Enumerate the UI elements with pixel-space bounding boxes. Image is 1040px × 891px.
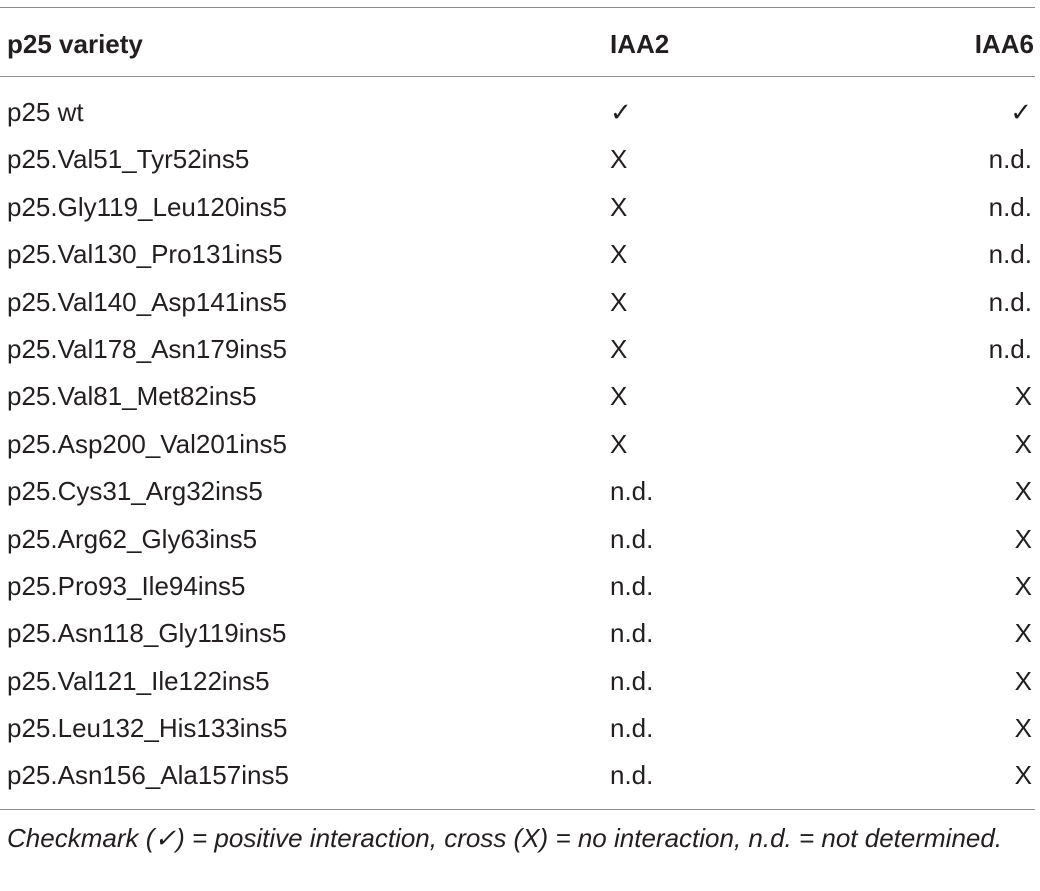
table-bottom-rule <box>0 809 1035 810</box>
cell-iaa2: X <box>610 144 628 175</box>
header-iaa6: IAA6 <box>974 29 1034 59</box>
table-footnote: Checkmark (✓) = positive interaction, cr… <box>7 823 1003 853</box>
cell-iaa2: ✓ <box>610 97 632 127</box>
table-row: p25 wt ✓ ✓ <box>0 88 1040 135</box>
cell-iaa2: n.d. <box>610 523 654 554</box>
cell-iaa2: n.d. <box>610 618 654 649</box>
cell-iaa6: X <box>1014 665 1032 696</box>
cell-variety: p25.Leu132_His133ins5 <box>7 713 288 744</box>
table-row: p25.Pro93_Ile94ins5 n.d. X <box>0 562 1040 609</box>
table-header-rule <box>0 76 1035 77</box>
cell-iaa6: X <box>1014 476 1032 507</box>
cell-variety: p25.Val51_Tyr52ins5 <box>7 144 250 175</box>
cell-iaa6: n.d. <box>988 191 1032 222</box>
table-row: p25.Val121_Ile122ins5 n.d. X <box>0 657 1040 704</box>
table-row: p25.Arg62_Gly63ins5 n.d. X <box>0 515 1040 562</box>
cell-variety: p25.Asn156_Ala157ins5 <box>7 760 289 791</box>
cell-iaa6: n.d. <box>988 333 1032 364</box>
cell-variety: p25.Val81_Met82ins5 <box>7 381 257 412</box>
table-row: p25.Val81_Met82ins5 X X <box>0 372 1040 419</box>
table-row: p25.Leu132_His133ins5 n.d. X <box>0 704 1040 751</box>
cell-iaa2: X <box>610 381 628 412</box>
cell-variety: p25.Asp200_Val201ins5 <box>7 428 287 459</box>
cell-iaa6: n.d. <box>988 286 1032 317</box>
cell-iaa6: n.d. <box>988 144 1032 175</box>
table-row: p25.Cys31_Arg32ins5 n.d. X <box>0 467 1040 514</box>
header-iaa2: IAA2 <box>610 29 670 59</box>
cell-variety: p25 wt <box>7 97 84 127</box>
cell-iaa2: n.d. <box>610 476 654 507</box>
cell-variety: p25.Gly119_Leu120ins5 <box>7 191 287 222</box>
cell-variety: p25.Val130_Pro131ins5 <box>7 239 283 270</box>
cell-iaa2: X <box>610 428 628 459</box>
cell-iaa6: X <box>1014 381 1032 412</box>
cell-iaa6: X <box>1014 618 1032 649</box>
cell-iaa6: X <box>1014 523 1032 554</box>
cell-iaa6: X <box>1014 713 1032 744</box>
cell-iaa2: X <box>610 286 628 317</box>
cell-variety: p25.Cys31_Arg32ins5 <box>7 476 263 507</box>
table-row: p25.Asn156_Ala157ins5 n.d. X <box>0 751 1040 798</box>
cell-iaa6: ✓ <box>1010 97 1032 127</box>
table-row: p25.Asn118_Gly119ins5 n.d. X <box>0 609 1040 656</box>
cell-iaa2: n.d. <box>610 713 654 744</box>
cell-iaa2: n.d. <box>610 665 654 696</box>
cell-iaa6: n.d. <box>988 239 1032 270</box>
cell-variety: p25.Arg62_Gly63ins5 <box>7 523 258 554</box>
cell-iaa2: X <box>610 191 628 222</box>
table-top-rule <box>0 7 1035 8</box>
cell-iaa2: X <box>610 333 628 364</box>
cell-iaa6: X <box>1014 570 1032 601</box>
table-header-row: p25 variety IAA2 IAA6 <box>0 21 1040 63</box>
header-variety: p25 variety <box>7 29 143 59</box>
cell-variety: p25.Val178_Asn179ins5 <box>7 333 287 364</box>
cell-variety: p25.Val140_Asp141ins5 <box>7 286 287 317</box>
table-row: p25.Asp200_Val201ins5 X X <box>0 420 1040 467</box>
cell-variety: p25.Asn118_Gly119ins5 <box>7 618 287 649</box>
cell-iaa2: n.d. <box>610 570 654 601</box>
cell-variety: p25.Val121_Ile122ins5 <box>7 665 270 696</box>
cell-variety: p25.Pro93_Ile94ins5 <box>7 570 246 601</box>
cell-iaa6: X <box>1014 760 1032 791</box>
cell-iaa6: X <box>1014 428 1032 459</box>
cell-iaa2: X <box>610 239 628 270</box>
cell-iaa2: n.d. <box>610 760 654 791</box>
